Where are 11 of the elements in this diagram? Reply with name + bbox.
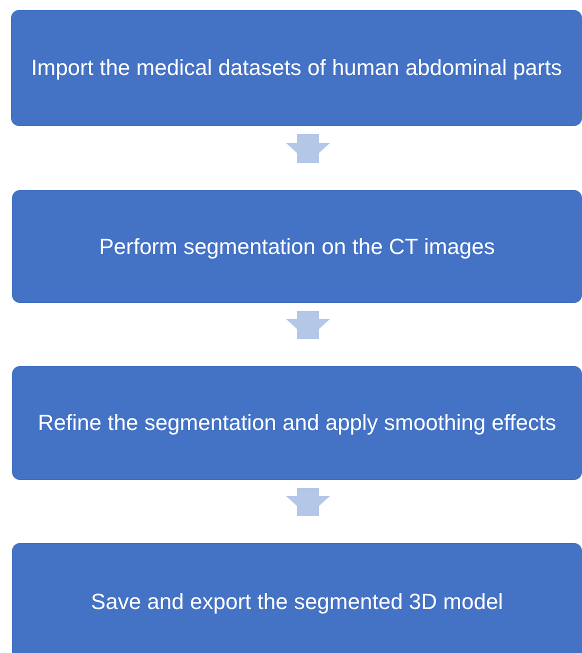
step-text: Import the medical datasets of human abdominal parts [31, 54, 562, 82]
block-arrow [286, 311, 330, 339]
step-text: Perform segmentation on the CT images [99, 232, 495, 261]
block-arrow [286, 134, 330, 163]
step-text: Refine the segmentation and apply smoothing effects [38, 409, 556, 437]
process-box [11, 10, 582, 126]
step-text: Save and export the segmented 3D model [90, 588, 504, 616]
process-box [12, 543, 582, 653]
process-box [12, 190, 582, 303]
block-arrow [286, 488, 330, 516]
process-box [12, 366, 582, 480]
